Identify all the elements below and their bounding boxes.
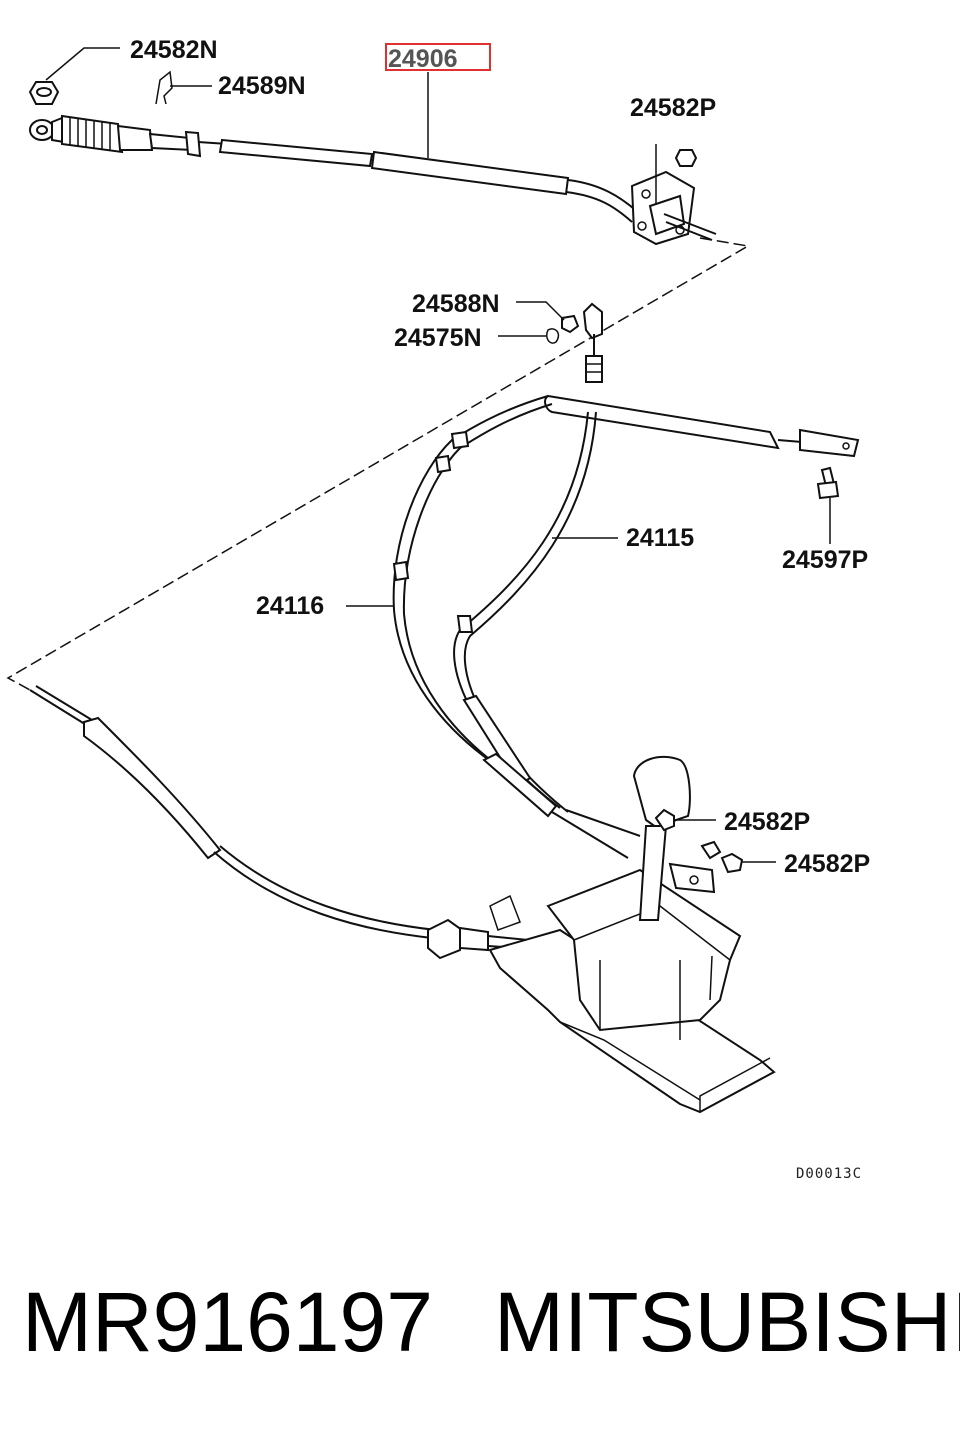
callout-24115: 24115 [552, 524, 694, 552]
callout-label: 24582N [130, 36, 218, 64]
shifter-assembly [488, 755, 776, 1114]
footer: MR916197 MITSUBISHI [0, 1280, 960, 1430]
callout-24575N: 24575N [394, 324, 546, 352]
parts-diagram: 24582N 24589N 24906 24582P 24588N 24575N… [6, 36, 870, 1182]
callout-24589N: 24589N [170, 72, 306, 100]
callout-label: 24582P [724, 808, 810, 836]
shift-cable-24906 [28, 70, 717, 246]
select-cable-24115 [453, 394, 860, 837]
callout-label: 24115 [626, 524, 694, 552]
callout-label: 24589N [218, 72, 306, 100]
callout-label: 24597P [782, 546, 868, 574]
callout-label: 24575N [394, 324, 482, 352]
callout-24116: 24116 [256, 592, 394, 620]
brand-name: MITSUBISHI [494, 1275, 960, 1369]
shift-cable-24116 [392, 395, 629, 859]
callout-24597P: 24597P [782, 498, 868, 574]
drawing-code: D00013C [796, 1166, 862, 1182]
callout-24582P-top: 24582P [630, 94, 716, 204]
callout-24582P-lever: 24582P [674, 808, 810, 836]
callout-24906: 24906 [385, 43, 491, 158]
callout-label: 24588N [412, 290, 500, 318]
callout-24588N: 24588N [412, 290, 565, 321]
callout-label: 24116 [256, 592, 324, 620]
callout-24582N: 24582N [45, 36, 218, 81]
callout-label: 24582P [784, 850, 870, 878]
callout-label: 24906 [388, 45, 458, 73]
highlight-box [385, 43, 491, 71]
clip-parts [545, 302, 603, 383]
part-number: MR916197 [22, 1275, 433, 1369]
callout-label: 24582P [630, 94, 716, 122]
dashed-boundary [6, 237, 751, 691]
callout-24582P-bracket: 24582P [742, 850, 870, 878]
